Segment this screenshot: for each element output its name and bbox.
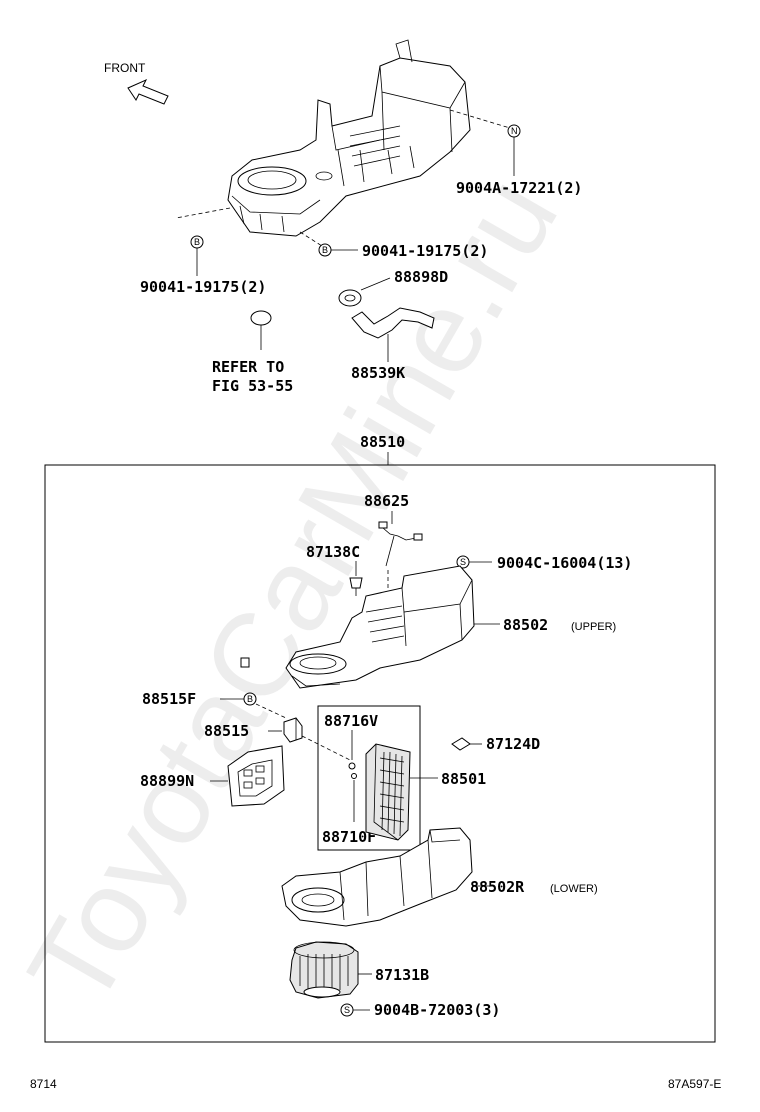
callout-90041-19175-left: 90041-19175(2) bbox=[140, 278, 266, 296]
callout-9004c-16004: 9004C-16004(13) bbox=[497, 554, 632, 572]
b-symbol-icon bbox=[243, 692, 257, 706]
footer-left: 8714 bbox=[30, 1077, 57, 1091]
callout-88502-note: (UPPER) bbox=[571, 621, 616, 633]
drain-hose-part bbox=[351, 307, 435, 339]
assembly-number: 88510 bbox=[360, 433, 405, 451]
footer-right: 87A597-E bbox=[668, 1077, 721, 1091]
o-ring-small-part bbox=[351, 773, 357, 779]
s-symbol-letter: S bbox=[344, 1005, 350, 1015]
callout-87124d: 87124D bbox=[486, 735, 540, 753]
front-indicator: FRONT bbox=[104, 61, 169, 105]
callout-88515f: 88515F bbox=[142, 690, 196, 708]
front-arrow-icon bbox=[127, 78, 169, 105]
refer-line-1: REFER TO bbox=[212, 358, 284, 376]
small-clip-part bbox=[240, 657, 250, 668]
callout-90041-19175-right: 90041-19175(2) bbox=[362, 242, 488, 260]
callout-88625: 88625 bbox=[364, 492, 409, 510]
expansion-valve-part bbox=[348, 762, 356, 770]
callout-9004a-17221: 9004A-17221(2) bbox=[456, 179, 582, 197]
sensor-wire-part bbox=[378, 521, 423, 567]
callout-88502r: 88502R bbox=[470, 878, 525, 896]
evaporator-part bbox=[365, 743, 411, 841]
callout-87131b: 87131B bbox=[375, 966, 429, 984]
callout-88501: 88501 bbox=[441, 770, 486, 788]
s-symbol-letter: S bbox=[460, 557, 466, 567]
front-label: FRONT bbox=[104, 61, 146, 75]
resistor-part bbox=[283, 717, 303, 743]
callout-88710f: 88710F bbox=[322, 828, 376, 846]
b-symbol-letter: B bbox=[194, 237, 200, 247]
b-symbol-letter: B bbox=[322, 245, 328, 255]
callout-88899n: 88899N bbox=[140, 772, 194, 790]
o-ring-part bbox=[250, 310, 272, 326]
callout-88502: 88502 bbox=[503, 616, 548, 634]
clamp-part bbox=[451, 737, 471, 751]
b-symbol-letter: B bbox=[247, 694, 253, 704]
callout-87138c: 87138C bbox=[306, 543, 360, 561]
gasket-part bbox=[227, 745, 285, 807]
callout-88502r-note: (LOWER) bbox=[550, 883, 598, 895]
lower-case-part bbox=[281, 827, 473, 927]
blower-motor-part bbox=[289, 941, 359, 999]
upper-case-part bbox=[285, 565, 475, 689]
clip-part bbox=[349, 577, 363, 596]
grommet-part bbox=[338, 289, 362, 307]
callout-88898d: 88898D bbox=[394, 268, 448, 286]
callout-88515: 88515 bbox=[204, 722, 249, 740]
n-symbol-letter: N bbox=[511, 126, 518, 136]
callout-88716v: 88716V bbox=[324, 712, 378, 730]
refer-line-2: FIG 53-55 bbox=[212, 377, 293, 395]
assembly-frame bbox=[44, 464, 716, 1043]
callout-9004b-72003: 9004B-72003(3) bbox=[374, 1001, 500, 1019]
callout-88539k: 88539K bbox=[351, 364, 405, 382]
heater-case-top bbox=[227, 39, 471, 237]
